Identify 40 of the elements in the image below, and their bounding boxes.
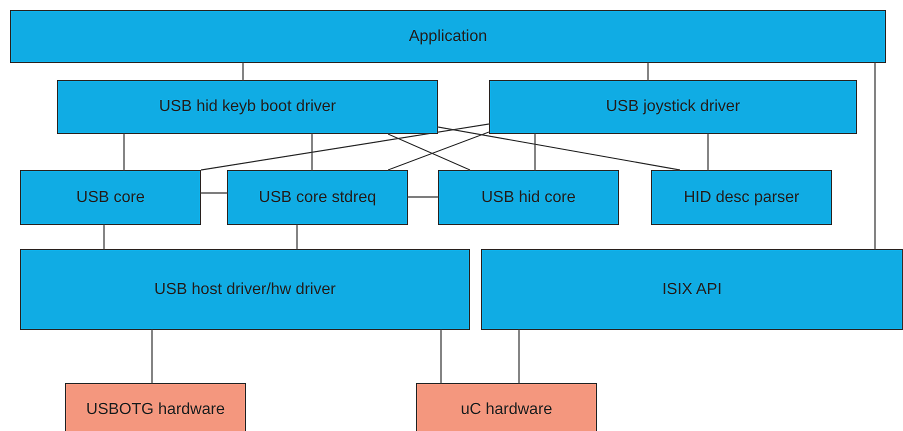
connector-line	[534, 134, 536, 170]
connector-line	[647, 63, 649, 80]
connector-line	[242, 63, 244, 80]
module-label: USB core stdreq	[258, 188, 376, 206]
connector-line	[518, 330, 520, 383]
hardware-box	[65, 383, 246, 431]
module-label: USB core	[76, 188, 145, 206]
connector-line	[123, 134, 125, 170]
connector-line	[388, 131, 490, 171]
software-module-box	[481, 249, 903, 330]
software-module-box	[651, 170, 832, 225]
software-module-box	[57, 80, 438, 134]
connector-line	[151, 330, 153, 383]
software-module-box	[438, 170, 619, 225]
connector-line	[440, 330, 442, 383]
connector-line	[388, 133, 470, 171]
module-label: USBOTG hardware	[86, 401, 225, 419]
connector-line	[408, 196, 438, 198]
connector-line	[201, 192, 227, 194]
module-label: uC hardware	[460, 401, 552, 419]
module-label: ISIX API	[662, 280, 722, 298]
module-label: USB host driver/hw driver	[154, 280, 336, 298]
connector-line	[438, 126, 680, 171]
connector-line	[874, 63, 876, 249]
module-label: HID desc parser	[684, 188, 800, 206]
software-module-box	[20, 249, 470, 330]
hardware-box	[416, 383, 597, 431]
connector-line	[707, 134, 709, 170]
module-label: USB joystick driver	[606, 98, 740, 116]
module-label: USB hid core	[481, 188, 576, 206]
connector-line	[311, 134, 313, 170]
software-module-box	[20, 170, 201, 225]
connector-line	[296, 225, 298, 249]
connector-line	[103, 225, 105, 249]
module-label: USB hid keyb boot driver	[159, 98, 336, 116]
software-module-box	[227, 170, 408, 225]
software-module-box	[10, 10, 886, 63]
software-module-box	[489, 80, 857, 134]
module-label: Application	[408, 28, 488, 46]
connector-line	[200, 123, 490, 171]
